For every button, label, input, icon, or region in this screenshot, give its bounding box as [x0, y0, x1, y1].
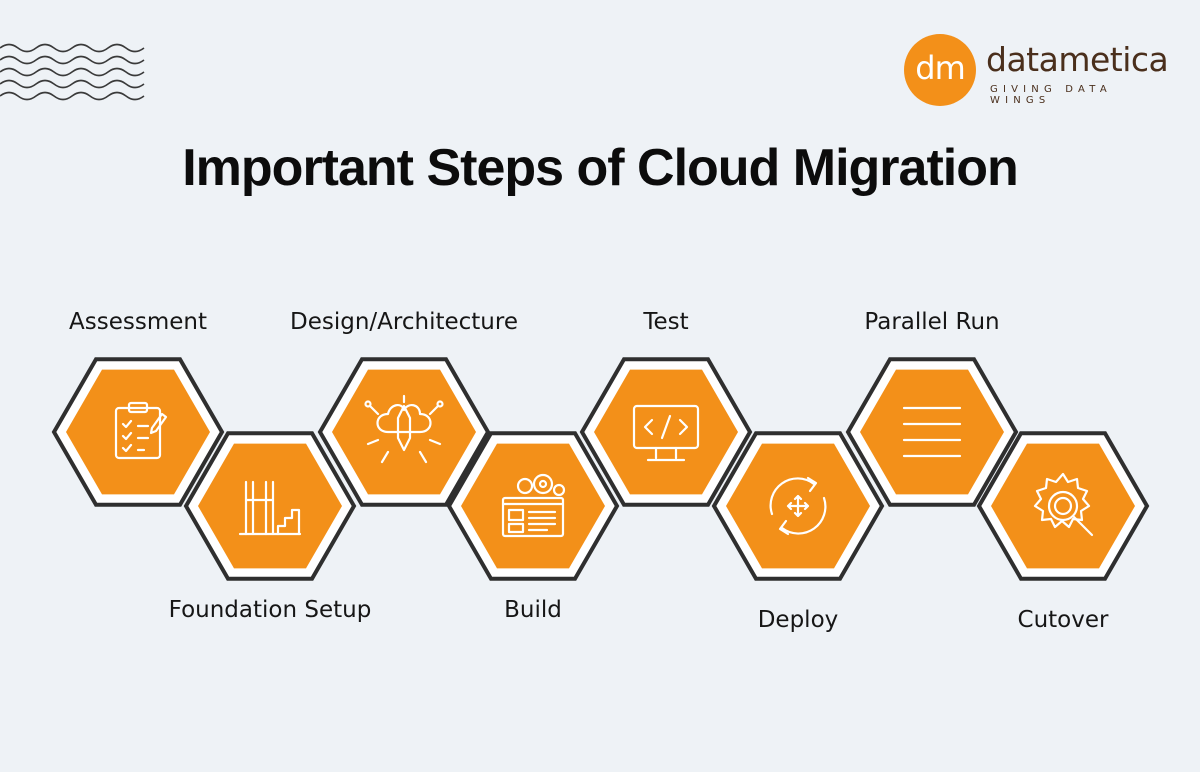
hex-step-4 — [446, 431, 620, 581]
hex-step-1 — [51, 357, 225, 507]
logo-tagline: GIVING DATA WINGS — [990, 84, 1112, 106]
step-label-deploy: Deploy — [757, 607, 839, 633]
step-label-assessment: Assessment — [69, 309, 207, 335]
gear-magnifier-icon — [1033, 472, 1094, 537]
brain-design-icon — [364, 394, 444, 464]
step-label-design-architecture: Design/Architecture — [290, 309, 518, 335]
hex-step-5 — [579, 357, 753, 507]
hex-step-6 — [711, 431, 885, 581]
hex-step-2 — [183, 431, 357, 581]
step-label-foundation-setup: Foundation Setup — [168, 597, 372, 623]
foundation-pillars-icon — [238, 480, 302, 536]
datametica-logo: dm datametica GIVING DATA WINGS — [904, 34, 1174, 106]
wave-decoration — [0, 43, 145, 101]
hex-fill — [860, 369, 1004, 495]
hex-fill — [461, 443, 605, 569]
clipboard-checklist-icon — [114, 401, 168, 460]
hex-fill — [66, 369, 210, 495]
hex-step-3 — [317, 357, 491, 507]
parallel-lines-icon — [902, 406, 962, 458]
hex-fill — [594, 369, 738, 495]
hex-fill — [198, 443, 342, 569]
step-label-cutover: Cutover — [1017, 607, 1109, 633]
refresh-arrows-icon — [769, 476, 827, 536]
logo-name: datametica — [986, 40, 1169, 79]
gears-blueprint-icon — [501, 473, 566, 538]
page-title: Important Steps of Cloud Migration — [182, 139, 1019, 197]
monitor-code-icon — [632, 404, 700, 462]
step-label-test: Test — [643, 309, 689, 335]
logo-initials: dm — [904, 34, 976, 106]
hex-step-7 — [845, 357, 1019, 507]
step-label-parallel-run: Parallel Run — [864, 309, 1000, 335]
step-label-build: Build — [504, 597, 562, 623]
hex-fill — [991, 443, 1135, 569]
hex-step-8 — [976, 431, 1150, 581]
